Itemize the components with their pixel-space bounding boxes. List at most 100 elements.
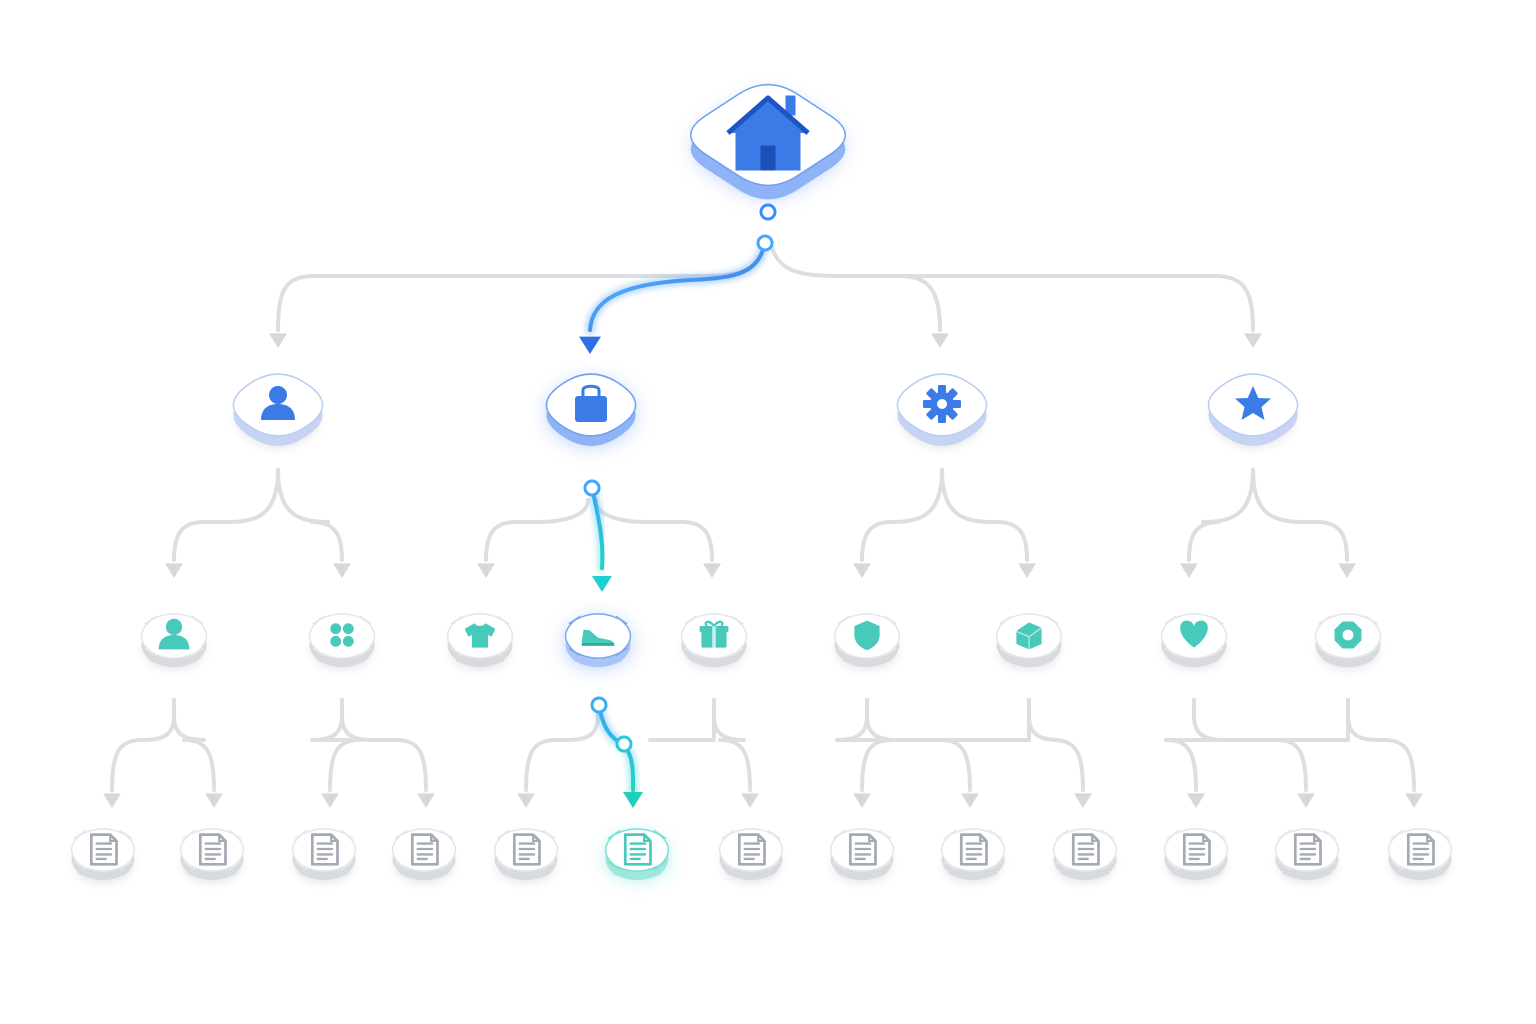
connector-packages-document-10 bbox=[1027, 698, 1085, 792]
arrow-shop-apparel bbox=[477, 563, 495, 578]
grid-icon bbox=[330, 623, 354, 647]
connector-categories-document-4 bbox=[340, 698, 428, 792]
node-layer bbox=[70, 83, 1453, 883]
node-document-11[interactable] bbox=[1163, 828, 1229, 883]
arrow-shoes-document-5 bbox=[517, 793, 535, 808]
node-document-3[interactable] bbox=[291, 828, 357, 883]
connector-home-favorites bbox=[838, 274, 1255, 332]
gear-icon bbox=[923, 385, 961, 423]
arrow-favorites bbox=[1244, 333, 1262, 348]
node-shoes[interactable] bbox=[564, 613, 632, 668]
arrow-profile-document-1 bbox=[103, 793, 121, 808]
connector-badges-merge bbox=[1228, 698, 1350, 742]
document-icon bbox=[410, 833, 439, 866]
gift-icon bbox=[699, 620, 729, 648]
node-gifts[interactable] bbox=[680, 613, 748, 670]
node-document-2[interactable] bbox=[179, 828, 245, 883]
node-document-12[interactable] bbox=[1274, 828, 1340, 883]
document-icon bbox=[310, 833, 339, 866]
shopping-bag-icon bbox=[575, 384, 607, 422]
node-security[interactable] bbox=[833, 613, 901, 670]
connector-account-profile bbox=[172, 468, 280, 562]
highlight-home-shop-glow bbox=[585, 238, 770, 335]
node-shop[interactable] bbox=[545, 373, 637, 446]
document-icon bbox=[1182, 833, 1211, 866]
connector-security-document-9 bbox=[865, 698, 972, 792]
node-document-8[interactable] bbox=[829, 828, 895, 883]
document-icon bbox=[1071, 833, 1100, 866]
home-icon bbox=[726, 95, 810, 171]
connection-dot-shoes-out bbox=[590, 696, 608, 714]
connector-gifts-document-7 bbox=[712, 698, 752, 792]
node-home[interactable] bbox=[690, 83, 846, 200]
node-categories[interactable] bbox=[308, 613, 376, 670]
document-icon bbox=[959, 833, 988, 866]
node-account[interactable] bbox=[232, 373, 324, 448]
node-favorites[interactable] bbox=[1207, 373, 1299, 448]
arrow-liked-document-11 bbox=[1187, 793, 1205, 808]
package-icon bbox=[1016, 622, 1042, 650]
heart-icon bbox=[1180, 620, 1208, 648]
arrow-account-categories bbox=[333, 563, 351, 578]
node-liked[interactable] bbox=[1160, 613, 1228, 670]
connector-profile-document-1 bbox=[110, 698, 176, 792]
arrow-categories-document-4 bbox=[417, 793, 435, 808]
user-icon bbox=[261, 386, 295, 420]
arrow-favorites-badges bbox=[1338, 563, 1356, 578]
arrow-security-document-9 bbox=[961, 793, 979, 808]
node-document-10[interactable] bbox=[1052, 828, 1118, 883]
node-document-1[interactable] bbox=[70, 828, 136, 883]
connector-packages-merge bbox=[888, 698, 1031, 742]
connector-favorites-badges bbox=[1251, 468, 1349, 562]
connector-gifts-merge bbox=[648, 698, 716, 742]
arrow-profile-document-2 bbox=[205, 793, 223, 808]
document-icon bbox=[737, 833, 766, 866]
arrow-account bbox=[269, 333, 287, 348]
document-icon bbox=[1293, 833, 1322, 866]
document-icon bbox=[89, 833, 118, 866]
connector-profile-document-2 bbox=[172, 698, 216, 792]
arrow-settings-packages bbox=[1018, 563, 1036, 578]
highlight-arrow-shoes bbox=[592, 576, 612, 592]
node-document-13[interactable] bbox=[1387, 828, 1453, 883]
connector-liked-document-12 bbox=[1192, 698, 1308, 792]
connection-dot-shop-out bbox=[583, 479, 601, 497]
star-icon bbox=[1235, 386, 1271, 420]
highlight-home-shop bbox=[588, 241, 767, 332]
arrow-account-profile bbox=[165, 563, 183, 578]
highlight-path-layer bbox=[579, 203, 777, 808]
arrow-shop-gifts bbox=[703, 563, 721, 578]
arrow-categories-document-3 bbox=[321, 793, 339, 808]
connector-security-document-8 bbox=[835, 698, 894, 792]
shield-icon bbox=[854, 620, 880, 651]
sneaker-icon bbox=[581, 629, 615, 646]
document-icon bbox=[848, 833, 877, 866]
node-badges[interactable] bbox=[1314, 613, 1382, 670]
connector-shop-gifts bbox=[594, 498, 714, 562]
node-profile[interactable] bbox=[140, 613, 208, 670]
connector-shop-apparel bbox=[484, 498, 590, 562]
document-icon bbox=[623, 833, 652, 866]
connector-home-settings bbox=[769, 242, 942, 332]
document-icon bbox=[198, 833, 227, 866]
connector-layer bbox=[103, 242, 1423, 808]
connection-dot-home-junction bbox=[756, 234, 774, 252]
connection-dot-shoes-junction bbox=[615, 735, 633, 753]
arrow-favorites-liked bbox=[1180, 563, 1198, 578]
connector-badges-document-13 bbox=[1346, 698, 1416, 792]
node-document-7[interactable] bbox=[718, 828, 784, 883]
node-document-4[interactable] bbox=[391, 828, 457, 883]
connection-dot-home-out bbox=[759, 203, 777, 221]
node-packages[interactable] bbox=[995, 613, 1063, 670]
node-apparel[interactable] bbox=[446, 613, 514, 670]
node-settings[interactable] bbox=[896, 373, 988, 448]
connector-settings-packages bbox=[940, 468, 1029, 562]
document-icon bbox=[512, 833, 541, 866]
connector-shoes-document-5 bbox=[524, 710, 600, 792]
node-document-9[interactable] bbox=[940, 828, 1006, 883]
highlight-arrow-shop bbox=[579, 336, 601, 354]
node-face bbox=[308, 613, 376, 659]
node-document-5[interactable] bbox=[493, 828, 559, 883]
node-document-6[interactable] bbox=[604, 828, 670, 881]
node-face bbox=[564, 613, 632, 659]
